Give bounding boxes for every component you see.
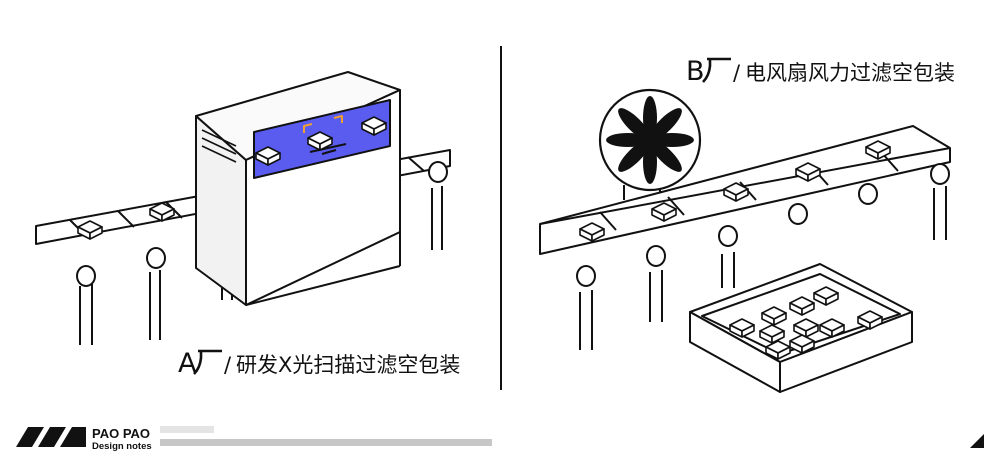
footer-bar-light	[160, 426, 214, 433]
xray-machine	[195, 71, 401, 306]
caption-a-letter: A	[178, 348, 197, 379]
caption-b-text: 电风扇风力过滤空包装	[745, 61, 955, 85]
caption-b: B / 电风扇风力过滤空包装	[686, 56, 955, 87]
caption-b-letter: B	[686, 56, 705, 87]
corner-triangle-icon	[970, 434, 984, 448]
electric-fan	[598, 88, 702, 200]
footer-bar-dark	[160, 439, 492, 446]
caption-a-slash: /	[224, 353, 232, 377]
scan-bracket	[303, 115, 343, 133]
footer: PAO PAO Design notes	[16, 426, 984, 452]
caption-a-text: 研发X光扫描过滤空包装	[236, 353, 460, 377]
roller-wheels-b	[576, 163, 950, 287]
brand-subtitle: Design notes	[92, 441, 152, 452]
factory-roof-icon	[702, 57, 731, 83]
caption-a: A / 研发X光扫描过滤空包装	[178, 348, 460, 379]
scene-a: A / 研发X光扫描过滤空包装	[35, 71, 460, 379]
vent-lines	[201, 129, 237, 163]
brand-title: PAO PAO	[92, 426, 150, 441]
fan-blades	[606, 96, 694, 184]
caption-b-slash: /	[733, 61, 741, 85]
scene-b: B / 电风扇风力过滤空包装	[539, 56, 955, 393]
paopao-logo-icon	[16, 427, 86, 447]
factory-roof-icon	[193, 349, 222, 375]
